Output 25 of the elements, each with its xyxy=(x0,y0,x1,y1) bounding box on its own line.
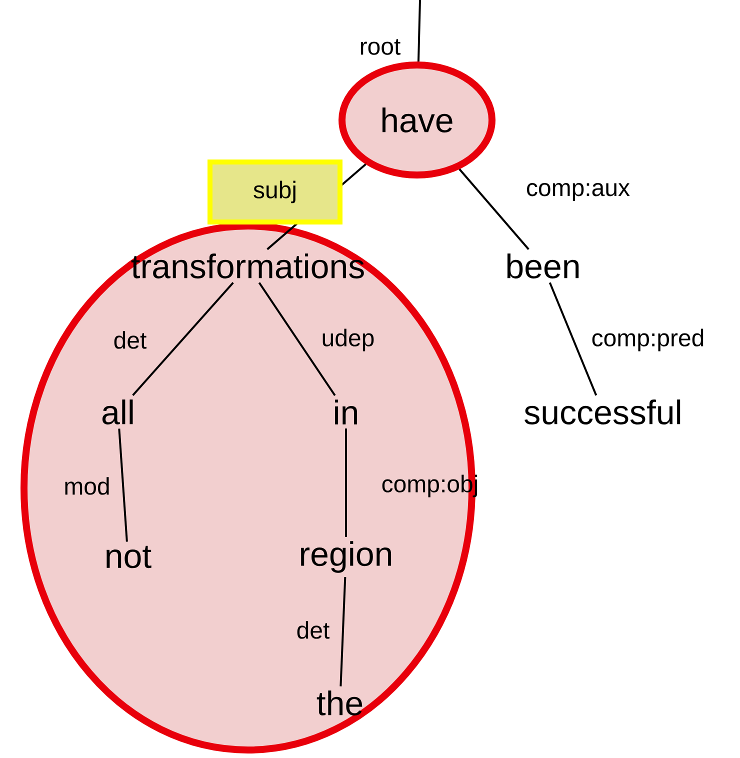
tree-line xyxy=(258,282,336,396)
word: been xyxy=(507,254,579,278)
edge-label: comp:aux xyxy=(527,183,630,201)
edge-label: det xyxy=(114,331,146,349)
highlighted-label: subj xyxy=(208,160,342,224)
highlighted-word: have xyxy=(338,62,496,178)
word: all xyxy=(102,400,133,424)
tree-line xyxy=(345,428,347,537)
tree-line xyxy=(340,577,346,686)
edge-label: comp:pred xyxy=(592,328,704,352)
edge-label: udep xyxy=(322,328,374,352)
tree-line xyxy=(417,0,421,62)
word: not xyxy=(106,546,152,568)
tree-line xyxy=(548,282,598,396)
word: in xyxy=(335,400,358,424)
edge-label: root xyxy=(360,39,400,55)
word: region xyxy=(301,541,392,573)
tree-line xyxy=(118,428,128,542)
tree-line xyxy=(458,168,530,250)
word: the xyxy=(316,690,362,716)
word: transformations xyxy=(131,254,364,278)
word: successful xyxy=(524,400,680,424)
edge-label: det xyxy=(297,621,330,639)
tree-line xyxy=(132,282,234,396)
edge-label: mod xyxy=(65,477,109,495)
